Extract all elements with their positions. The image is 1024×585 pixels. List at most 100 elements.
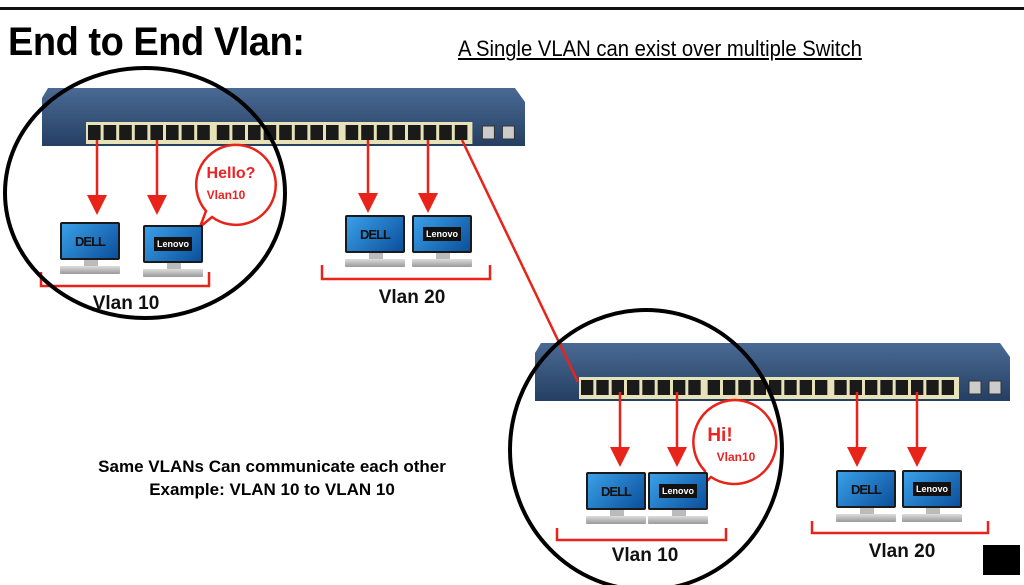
vlan-label: Vlan 10 — [92, 293, 160, 314]
dell-computer[interactable]: DELL — [836, 470, 898, 532]
ethernet-port — [895, 380, 908, 395]
brand-logo: Lenovo — [658, 484, 697, 498]
bubble-vlan: Vlan10 — [206, 188, 246, 202]
monitor: DELL — [60, 222, 120, 260]
note-line-1: Same VLANs Can communicate each other — [98, 457, 446, 476]
dell-computer[interactable]: DELL — [586, 472, 648, 534]
ethernet-port — [753, 380, 766, 395]
connection-arrows — [39, 139, 990, 542]
monitor-stand — [926, 508, 940, 514]
uplink-port — [481, 125, 495, 140]
ethernet-port — [596, 380, 609, 395]
ethernet-port — [150, 125, 163, 140]
brand-logo: DELL — [851, 481, 882, 497]
ethernet-port — [707, 380, 720, 395]
keyboard — [345, 259, 405, 267]
keyboard — [648, 516, 708, 524]
note-line-2: Example: VLAN 10 to VLAN 10 — [149, 480, 395, 499]
ethernet-port — [392, 125, 405, 140]
ethernet-port — [197, 125, 210, 140]
lenovo-computer[interactable]: Lenovo — [143, 225, 205, 287]
ethernet-port — [941, 380, 954, 395]
monitor: Lenovo — [412, 215, 472, 253]
vlan10-highlight-circle — [508, 308, 784, 585]
ethernet-port — [361, 125, 374, 140]
ethernet-port — [408, 125, 421, 140]
ethernet-port — [738, 380, 751, 395]
monitor-stand — [860, 508, 874, 514]
ethernet-port — [627, 380, 640, 395]
bracket — [810, 521, 990, 535]
keyboard — [586, 516, 646, 524]
monitor-stand — [610, 510, 624, 516]
uplink-port — [501, 125, 515, 140]
lenovo-computer[interactable]: Lenovo — [902, 470, 964, 532]
bracket — [555, 528, 728, 542]
monitor-stand — [672, 510, 686, 516]
ethernet-port — [454, 125, 468, 140]
speech-bubble — [692, 398, 778, 492]
ethernet-port — [248, 125, 261, 140]
ethernet-port — [611, 380, 624, 395]
keyboard — [902, 514, 962, 522]
switch-2 — [535, 343, 1010, 401]
monitor: DELL — [586, 472, 646, 510]
ethernet-port — [911, 380, 924, 395]
top-divider — [0, 7, 1024, 10]
ethernet-port — [279, 125, 292, 140]
dell-computer[interactable]: DELL — [345, 215, 407, 277]
ethernet-port — [723, 380, 736, 395]
speech-bubble — [195, 143, 278, 231]
ethernet-port — [376, 125, 390, 140]
vlan10-highlight-circle — [3, 66, 287, 320]
monitor-stand — [167, 263, 181, 269]
lenovo-computer[interactable]: Lenovo — [412, 215, 474, 277]
ethernet-port — [134, 125, 148, 140]
ethernet-port — [88, 125, 101, 140]
monitor-stand — [84, 260, 98, 266]
ethernet-port — [103, 125, 117, 140]
ethernet-port — [799, 380, 812, 395]
trunk-link — [460, 139, 580, 383]
ethernet-port — [423, 125, 437, 140]
bracket — [320, 265, 492, 281]
ethernet-port — [232, 125, 245, 140]
keyboard — [60, 266, 120, 274]
ethernet-port — [688, 380, 701, 395]
bubble-greeting: Hello? — [206, 165, 256, 182]
ethernet-port — [216, 125, 230, 140]
switch-1 — [42, 88, 525, 146]
ethernet-port — [326, 125, 339, 140]
ethernet-port — [439, 125, 452, 140]
monitor: DELL — [345, 215, 405, 253]
monitor: Lenovo — [648, 472, 708, 510]
uplink-port — [988, 380, 1002, 395]
brand-logo: Lenovo — [912, 482, 951, 496]
ethernet-port — [166, 125, 179, 140]
ethernet-port — [310, 125, 323, 140]
vlan-label: Vlan 20 — [378, 287, 446, 308]
ethernet-port — [642, 380, 655, 395]
slide-title: End to End Vlan: — [8, 20, 305, 64]
slide-subtitle: A Single VLAN can exist over multiple Sw… — [458, 36, 862, 61]
monitor-stand — [369, 253, 383, 259]
ethernet-port — [581, 380, 594, 395]
dell-computer[interactable]: DELL — [60, 222, 122, 284]
monitor: Lenovo — [902, 470, 962, 508]
vlan-label: Vlan 10 — [611, 545, 679, 566]
brand-logo: Lenovo — [422, 227, 461, 241]
brand-logo: DELL — [360, 226, 391, 242]
keyboard — [143, 269, 203, 277]
ethernet-port — [294, 125, 308, 140]
monitor: Lenovo — [143, 225, 203, 263]
lenovo-computer[interactable]: Lenovo — [648, 472, 710, 534]
stop-button[interactable] — [983, 545, 1020, 575]
ethernet-port — [181, 125, 195, 140]
brand-logo: DELL — [75, 233, 106, 249]
ethernet-port — [865, 380, 878, 395]
ethernet-port — [784, 380, 797, 395]
ethernet-port — [673, 380, 686, 395]
ethernet-port — [119, 125, 132, 140]
bubble-greeting: Hi! — [707, 425, 733, 446]
